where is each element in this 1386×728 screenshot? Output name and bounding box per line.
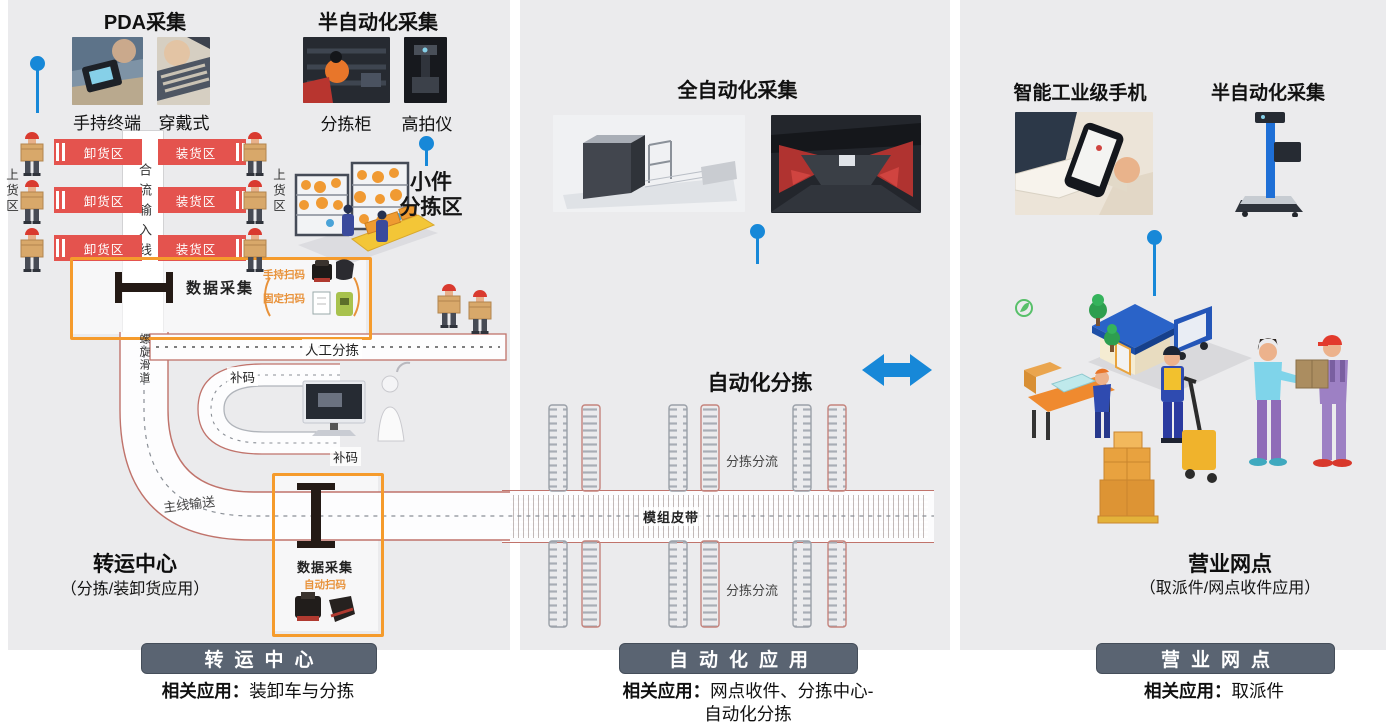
manual-sort-label: 人工分拣 xyxy=(302,339,362,359)
scanner-device-icon xyxy=(312,260,332,282)
box2-device-icons xyxy=(293,592,357,626)
photo-auto-scan-machine xyxy=(553,115,745,212)
scanner-device-icon xyxy=(329,596,355,622)
delivery-truck-icon xyxy=(1174,306,1212,360)
worker-at-desk-icon xyxy=(1093,368,1111,438)
related-apps-transfer: 相关应用：装卸车与分拣 xyxy=(118,678,398,703)
scanner-device-icon xyxy=(295,592,321,621)
small-parcel-line1: 小件 xyxy=(410,171,452,194)
recode-label: 补码 xyxy=(227,367,259,386)
bag-device-icon xyxy=(336,259,354,280)
small-parcel-line2: 分拣区 xyxy=(399,196,463,219)
worker-icon xyxy=(434,282,464,329)
pin-marker-icon xyxy=(419,136,434,166)
auto-sorting-title: 自动化分拣 xyxy=(707,372,813,395)
module-belt-label: 模组皮带 xyxy=(640,507,703,526)
warehouse-worker-icon xyxy=(1161,346,1185,443)
photo-wearable-scanner xyxy=(157,37,210,105)
load-zone-banner: 装货区 xyxy=(158,187,246,213)
outlet-subcaption: （取派件/网点收件应用） xyxy=(1139,580,1321,597)
worker-icon xyxy=(240,178,270,225)
worker-icon xyxy=(17,226,47,273)
pill-transfer-center: 转运中心 xyxy=(141,643,377,674)
pin-marker-icon xyxy=(1147,230,1162,296)
green-device-icon xyxy=(336,292,353,316)
pin-dot-icon xyxy=(30,56,45,71)
photo-overhead-scanner xyxy=(404,37,447,103)
box1-item-2: 固定扫码 xyxy=(263,293,305,305)
related-apps-automation: 相关应用：网点收件、分拣中心- xyxy=(598,678,898,703)
pin-dot-icon xyxy=(1147,230,1162,245)
tree-icon xyxy=(1089,294,1107,326)
small-parcel-area-illustration xyxy=(290,153,442,270)
box2-title: 数据采集 xyxy=(296,560,353,575)
transfer-center-subcaption: （分拣/装卸货应用） xyxy=(60,581,210,598)
unload-zone-banner: 卸货区 xyxy=(54,235,142,261)
parcel-stack-icon xyxy=(1097,431,1159,524)
loading-zone-label: 上货区 xyxy=(4,168,18,215)
outlet-caption: 营业网点 xyxy=(1188,553,1272,576)
photo-sorting-cabinet xyxy=(303,37,390,103)
recode-label: 补码 xyxy=(330,447,362,466)
related-apps-outlet: 相关应用：取派件 xyxy=(1074,678,1354,703)
overhead-scanner-label: 高拍仪 xyxy=(401,115,453,134)
related-value: 网点收件、分拣中心- xyxy=(710,681,874,701)
module-belt xyxy=(502,490,934,543)
pallet-truck-icon xyxy=(1182,376,1217,483)
load-zone-banner: 装货区 xyxy=(158,235,246,261)
customer-icon xyxy=(1249,338,1307,466)
related-value: 取派件 xyxy=(1231,681,1285,701)
outlet-scene-illustration xyxy=(1000,262,1386,534)
spiral-chute-label: 螺旋滑道 xyxy=(138,333,150,385)
transfer-center-caption: 转运中心 xyxy=(93,553,177,576)
worker-icon xyxy=(240,226,270,273)
worker-icon xyxy=(17,130,47,177)
worker-icon xyxy=(465,288,495,335)
pill-outlet: 营业网点 xyxy=(1096,643,1335,674)
small-parcel-area-label: 小件 分拣区 xyxy=(388,170,474,220)
split-flow-label: 分拣分流 xyxy=(726,454,779,469)
box1-device-icons xyxy=(312,258,356,320)
pin-dot-icon xyxy=(419,136,434,151)
tree-icon xyxy=(1104,324,1120,352)
box1-paren-close: ） xyxy=(352,274,379,322)
load-zone-banner: 装货区 xyxy=(158,139,246,165)
pin-dot-icon xyxy=(750,224,765,239)
sorting-cabinet-label: 分拣柜 xyxy=(320,115,372,134)
related-value: 装卸车与分拣 xyxy=(249,681,355,701)
related-label: 相关应用： xyxy=(161,681,250,701)
semi-auto-collection-title: 半自动化采集 xyxy=(318,12,438,34)
box1-title: 数据采集 xyxy=(186,280,255,297)
worker-icon xyxy=(17,178,47,225)
unload-zone-banner: 卸货区 xyxy=(54,139,142,165)
outlet-semi-auto-title: 半自动化采集 xyxy=(1210,83,1325,104)
courier-icon xyxy=(1295,335,1352,467)
photo-weigh-scan-stand xyxy=(1233,112,1311,217)
loading-zone-label: 上货区 xyxy=(271,168,285,215)
handheld-terminal-label: 手持终端 xyxy=(73,114,141,133)
leaf-sign-icon xyxy=(1015,299,1033,317)
box2-item-1: 自动扫码 xyxy=(304,579,346,591)
pill-automation: 自动化应用 xyxy=(619,643,858,674)
photo-industrial-phone xyxy=(1015,112,1153,215)
unload-zone-banner: 卸货区 xyxy=(54,187,142,213)
worker-icon xyxy=(240,130,270,177)
pin-marker-icon xyxy=(750,224,765,264)
box1-paren-open: （ xyxy=(246,274,273,322)
box1-item-1: 手持扫码 xyxy=(263,269,305,281)
paper-box-icon xyxy=(312,291,331,315)
full-auto-collection-title: 全自动化采集 xyxy=(677,80,798,102)
photo-scan-tunnel xyxy=(771,115,921,213)
wearable-label: 穿戴式 xyxy=(158,114,210,133)
pda-collection-title: PDA采集 xyxy=(103,12,187,34)
split-flow-label: 分拣分流 xyxy=(726,583,779,598)
related-label: 相关应用： xyxy=(622,681,711,701)
pin-marker-icon xyxy=(30,56,45,113)
related-label: 相关应用： xyxy=(1144,681,1232,701)
industrial-phone-title: 智能工业级手机 xyxy=(1013,83,1147,104)
photo-handheld-terminal xyxy=(72,37,143,105)
related-apps-automation-line2: 自动化分拣 xyxy=(704,704,792,724)
